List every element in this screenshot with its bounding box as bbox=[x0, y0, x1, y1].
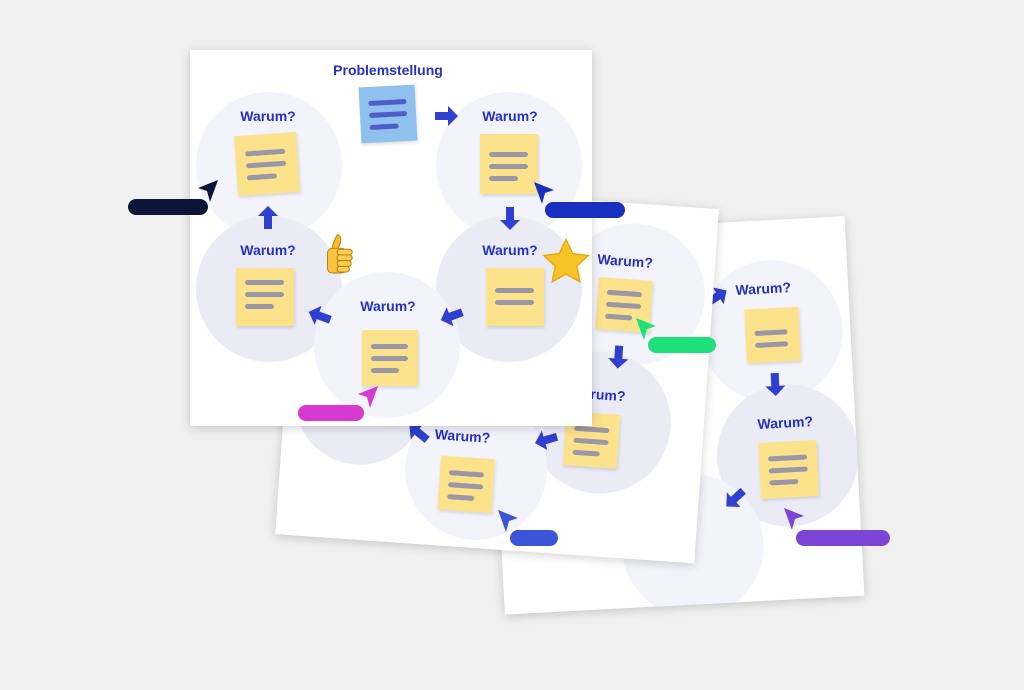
star-icon bbox=[542, 237, 590, 283]
why-label: Warum? bbox=[735, 279, 792, 298]
user-tag bbox=[298, 405, 364, 421]
sticky-note bbox=[437, 455, 495, 514]
cursor-icon bbox=[198, 180, 218, 202]
cursor-icon bbox=[358, 386, 378, 408]
board-front: Problemstellung Warum? Warum? Warum? War… bbox=[190, 50, 592, 426]
why-label: Warum? bbox=[757, 413, 814, 432]
why-label: Warum? bbox=[240, 108, 296, 124]
arrow-icon bbox=[608, 345, 629, 369]
arrow-icon bbox=[435, 106, 458, 126]
arrow-icon bbox=[500, 207, 520, 230]
arrow-icon bbox=[726, 487, 746, 507]
sticky-note bbox=[744, 306, 802, 364]
why-label: Warum? bbox=[240, 242, 296, 258]
user-tag bbox=[796, 530, 890, 546]
sticky-note bbox=[758, 439, 820, 499]
board-middle: Warum? Warum? Warum? bbox=[275, 180, 719, 564]
user-tag bbox=[128, 199, 208, 215]
arrow-icon bbox=[534, 430, 559, 450]
user-tag bbox=[545, 202, 625, 218]
arrow-icon bbox=[409, 423, 430, 443]
sticky-note bbox=[480, 134, 538, 194]
why-label: Warum? bbox=[360, 298, 416, 314]
cursor-icon bbox=[636, 318, 656, 340]
cursor-icon bbox=[534, 182, 554, 204]
cursor-icon bbox=[784, 508, 804, 530]
sticky-note bbox=[233, 131, 301, 197]
user-tag bbox=[510, 530, 558, 546]
arrow-icon bbox=[308, 305, 332, 325]
sticky-note bbox=[236, 268, 294, 326]
why-label: Warum? bbox=[482, 108, 538, 124]
sticky-note bbox=[362, 330, 418, 386]
user-tag bbox=[648, 337, 716, 353]
why-label: Warum? bbox=[482, 242, 538, 258]
thumbs-up-icon bbox=[327, 234, 353, 274]
problem-title: Problemstellung bbox=[333, 62, 443, 78]
sticky-note bbox=[486, 268, 544, 326]
arrow-icon bbox=[440, 307, 464, 327]
arrow-icon bbox=[258, 206, 278, 229]
arrow-icon bbox=[765, 372, 786, 397]
problem-note bbox=[358, 84, 418, 144]
cursor-icon bbox=[498, 510, 518, 532]
